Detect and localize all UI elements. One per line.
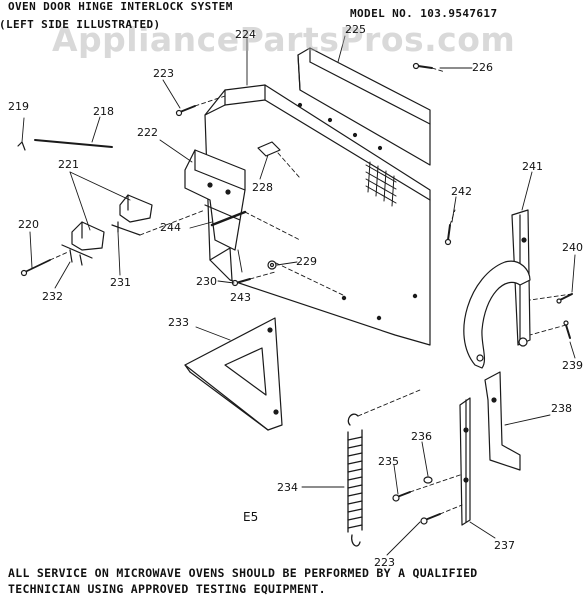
leader-lines xyxy=(21,35,576,556)
clip xyxy=(17,141,26,151)
watermark: AppliancePartsPros.com xyxy=(52,20,516,59)
part-label-223-lower: 223 xyxy=(374,556,395,569)
diagram-title: OVEN DOOR HINGE INTERLOCK SYSTEM xyxy=(8,0,233,13)
screw-240 xyxy=(556,293,573,304)
mounting-bracket xyxy=(184,317,283,431)
part-label-230: 230 xyxy=(196,275,217,288)
part-label-241: 241 xyxy=(522,160,543,173)
screw-223-bottom xyxy=(420,513,441,525)
diagram-subtitle: (LEFT SIDE ILLUSTRATED) xyxy=(0,18,161,31)
part-label-220: 220 xyxy=(18,218,39,231)
part-label-219: 219 xyxy=(8,100,29,113)
top-channel xyxy=(297,47,431,166)
washer-236 xyxy=(423,476,433,484)
part-label-223: 223 xyxy=(153,67,174,80)
screw-239 xyxy=(563,320,571,339)
service-notice-line-1: ALL SERVICE ON MICROWAVE OVENS SHOULD BE… xyxy=(8,566,478,580)
part-label-243: 243 xyxy=(230,291,251,304)
interlock-switch-upper xyxy=(111,194,153,236)
screw-220 xyxy=(20,259,51,277)
part-label-236: 236 xyxy=(411,430,432,443)
screw-242 xyxy=(444,224,452,246)
service-notice-line-2: TECHNICIAN USING APPROVED TESTING EQUIPM… xyxy=(8,582,326,596)
part-label-225: 225 xyxy=(345,23,366,36)
assembly-lines xyxy=(49,67,573,515)
part-label-238: 238 xyxy=(551,402,572,415)
part-label-228: 228 xyxy=(252,181,273,194)
hinge-link xyxy=(463,260,531,369)
part-label-224: 224 xyxy=(235,28,256,41)
part-label-233: 233 xyxy=(168,316,189,329)
screw-223-top xyxy=(175,105,196,117)
spring xyxy=(347,413,363,547)
screw-226 xyxy=(412,62,433,70)
part-label-229: 229 xyxy=(296,255,317,268)
part-label-240: 240 xyxy=(562,241,583,254)
latch-bracket xyxy=(184,149,246,251)
hinge-plate xyxy=(459,371,521,526)
part-label-235: 235 xyxy=(378,455,399,468)
part-label-234: 234 xyxy=(277,481,298,494)
part-label-244: 244 xyxy=(160,221,181,234)
part-label-239: 239 xyxy=(562,359,583,372)
part-label-231: 231 xyxy=(110,276,131,289)
part-label-226: 226 xyxy=(472,61,493,74)
part-label-232: 232 xyxy=(42,290,63,303)
part-label-221: 221 xyxy=(58,158,79,171)
interlock-switch-lower xyxy=(61,221,105,266)
screw-235 xyxy=(392,491,411,502)
vent-grille xyxy=(365,161,397,207)
pin-228 xyxy=(257,141,281,157)
diagram-code: E5 xyxy=(243,510,259,524)
rod xyxy=(34,139,113,148)
part-label-218: 218 xyxy=(93,105,114,118)
pin-243 xyxy=(210,210,247,227)
part-label-237: 237 xyxy=(494,539,515,552)
part-label-222: 222 xyxy=(137,126,158,139)
washer-229 xyxy=(267,260,277,270)
model-number: MODEL NO. 103.9547617 xyxy=(350,7,498,20)
part-label-242: 242 xyxy=(451,185,472,198)
